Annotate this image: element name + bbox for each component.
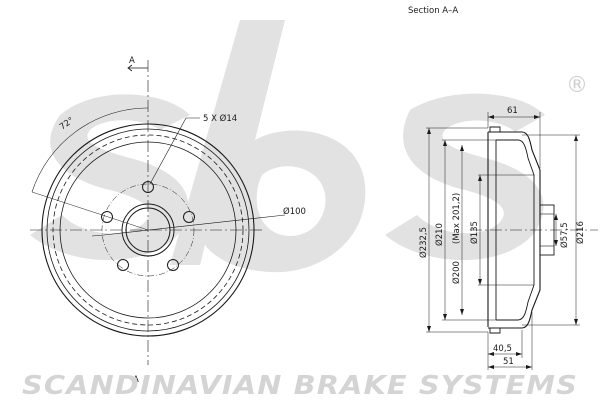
bolt-hole xyxy=(167,259,179,271)
dim-top-width: 61 xyxy=(507,106,518,116)
hub-pilot xyxy=(539,204,555,256)
dimension-arrows xyxy=(427,115,578,369)
pcd-tick xyxy=(91,234,105,237)
bolt-hole xyxy=(101,211,113,223)
dim-flange-diameter: Ø216 xyxy=(575,221,586,244)
center-bore xyxy=(125,207,171,253)
section-marker-bottom: A xyxy=(133,375,139,385)
section-title: Section A–A xyxy=(408,6,458,16)
pcd-label: Ø100 xyxy=(283,206,306,217)
bolt-pattern-label: 5 X Ø14 xyxy=(203,113,237,124)
bolt-hole xyxy=(142,181,154,193)
dim-braking-surface: Ø200 xyxy=(451,261,462,284)
angle-leader xyxy=(31,191,149,231)
dim-bottom-inner: 40,5 xyxy=(493,344,512,354)
drum-outer-rim xyxy=(41,123,255,337)
dim-bottom-outer: 51 xyxy=(503,357,514,367)
dim-center-bore: Ø57,5 xyxy=(559,222,570,248)
section-marker-top: A xyxy=(129,56,135,66)
dim-hub-outer: Ø135 xyxy=(469,221,480,244)
bolt-hole xyxy=(183,211,195,223)
pcd-circle xyxy=(101,183,195,277)
drum-face-ring xyxy=(59,141,237,319)
front-view xyxy=(30,60,286,365)
dim-max-note: (Max 201,2) xyxy=(452,193,462,244)
dim-drum-diameter: Ø210 xyxy=(434,223,445,246)
registered-trademark: ® xyxy=(566,73,588,98)
center-bore-outer xyxy=(121,203,175,257)
drum-wall-inner xyxy=(495,139,535,321)
drum-outer-rim-inner xyxy=(46,128,250,332)
bolt-pattern-leader xyxy=(149,117,200,185)
pcd-leader xyxy=(103,214,286,236)
angle-arc xyxy=(31,107,149,193)
rim-lip-top xyxy=(489,126,501,132)
braking-surface-ring xyxy=(52,134,244,326)
dim-outer-diameter: Ø232,5 xyxy=(418,227,429,258)
brand-tagline: SCANDINAVIAN BRAKE SYSTEMS xyxy=(22,371,578,400)
section-view xyxy=(426,112,598,370)
section-arrow-top xyxy=(127,64,133,72)
bolt-hole xyxy=(117,259,129,271)
rim-lip-bottom xyxy=(489,328,501,334)
